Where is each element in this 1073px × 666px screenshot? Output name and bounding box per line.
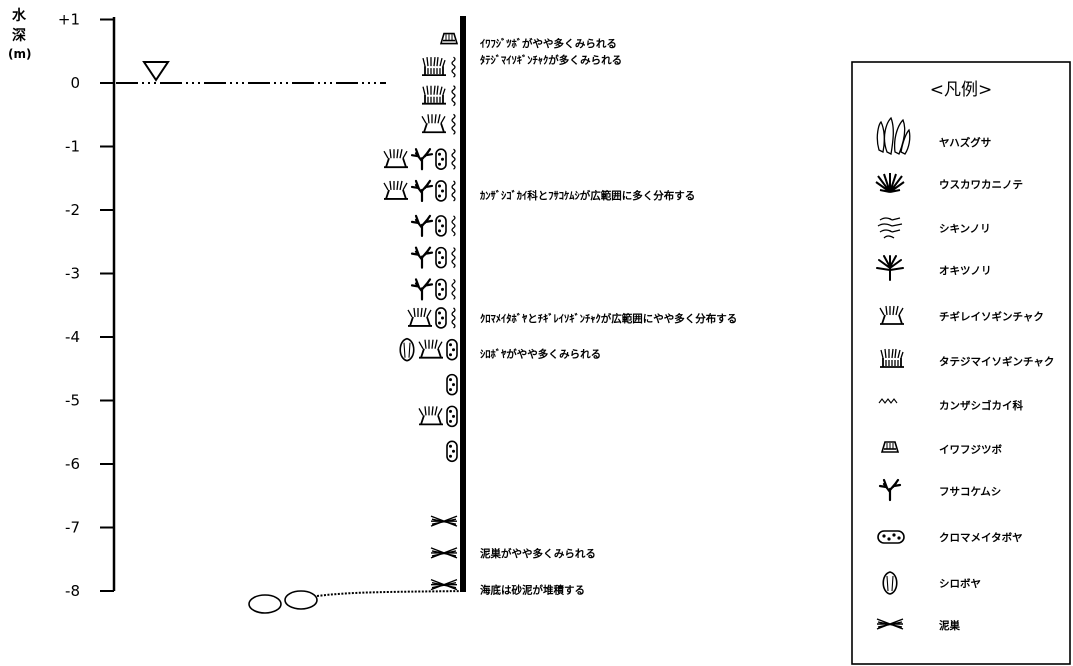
chigireisoginchaku-icon bbox=[418, 338, 444, 359]
depth-tick-label: -8 bbox=[65, 582, 80, 600]
chigireisoginchaku-icon bbox=[383, 180, 409, 200]
shiroboya-icon bbox=[399, 337, 415, 362]
chigireisoginchaku-icon bbox=[421, 113, 447, 134]
kanzashigokai-icon bbox=[451, 307, 456, 329]
kuromameitaboya-icon bbox=[446, 405, 458, 428]
depth-tick-label: 0 bbox=[70, 74, 80, 92]
legend-item-label: チギレイソギンチャク bbox=[939, 310, 1044, 323]
kanzashigokai-icon bbox=[451, 85, 456, 107]
dorosu-icon bbox=[430, 578, 458, 591]
dorosu-icon bbox=[430, 547, 458, 559]
legend-item-label: 泥巣 bbox=[939, 619, 960, 632]
legend-box bbox=[851, 61, 1071, 665]
kuromameitaboya-icon bbox=[435, 148, 447, 170]
okitsunori-icon bbox=[876, 255, 904, 281]
legend-labels: ヤハズグサウスカワカニノテシキンノリオキツノリチギレイソギンチャクタテジマイソギ… bbox=[939, 136, 1054, 632]
axis-title-unit: (m) bbox=[8, 47, 31, 61]
legend-title: <凡例> bbox=[930, 80, 993, 100]
axis-title: 水 深 (m) bbox=[8, 7, 31, 61]
seawall-profile bbox=[460, 16, 466, 592]
chigireisoginchaku-icon bbox=[418, 405, 444, 426]
chigireisoginchaku-icon bbox=[383, 148, 409, 169]
legend-item-label: ウスカワカニノテ bbox=[939, 179, 1023, 191]
annotation-text: 海底は砂泥が堆積する bbox=[480, 584, 585, 597]
legend-item-label: フサコケムシ bbox=[939, 486, 1001, 498]
chigireisoginchaku-icon bbox=[407, 307, 433, 327]
annotation-text: 泥巣がやや多くみられる bbox=[480, 547, 596, 560]
water-level bbox=[116, 61, 386, 84]
kuromameitaboya-icon bbox=[435, 215, 447, 237]
shikinnori-icon bbox=[877, 217, 903, 239]
kuromameitaboya-icon bbox=[435, 246, 447, 269]
fusakokemushi-icon bbox=[410, 148, 434, 171]
depth-axis-ticks: +1 0 -1 -2 -3 -4 -5 -6 -7 -8 bbox=[58, 11, 114, 600]
profile-symbols bbox=[383, 32, 458, 591]
iwafujitsubo-icon bbox=[440, 32, 458, 45]
kanzashigokai-icon bbox=[451, 148, 456, 170]
kanzashigokai-icon bbox=[451, 113, 456, 135]
legend-item-label: ヤハズグサ bbox=[939, 136, 991, 149]
fusakokemushi-icon bbox=[410, 278, 434, 301]
kanzashigokai-icon bbox=[451, 215, 456, 237]
kuromameitaboya-icon bbox=[446, 373, 458, 396]
seabed-stone-icon bbox=[248, 594, 282, 614]
annotations: ｲﾜﾌｼﾞﾂﾎﾞがやや多くみられる ﾀﾃｼﾞﾏｲｿｷﾞﾝﾁｬｸが多くみられる ｶﾝｻ… bbox=[480, 37, 737, 597]
yahazugusa-icon bbox=[876, 116, 911, 155]
annotation-text: ｲﾜﾌｼﾞﾂﾎﾞがやや多くみられる bbox=[480, 37, 617, 50]
legend-item-label: オキツノリ bbox=[939, 265, 992, 277]
legend-item-label: イワフジツボ bbox=[939, 443, 1002, 456]
kanzashigokai-icon bbox=[451, 278, 456, 301]
kuromameitaboya-icon bbox=[446, 338, 458, 361]
legend-item-label: タテジマイソギンチャク bbox=[939, 355, 1054, 368]
tatejimaisoginchaku-icon bbox=[421, 56, 447, 77]
water-level-marker-icon bbox=[142, 61, 170, 82]
depth-tick-label: +1 bbox=[58, 11, 80, 29]
kanzashigokai-icon bbox=[451, 180, 456, 202]
dorosu-icon bbox=[430, 515, 458, 527]
kuromameitaboya-icon bbox=[435, 278, 447, 301]
depth-tick-label: -2 bbox=[65, 201, 80, 219]
annotation-text: ﾀﾃｼﾞﾏｲｿｷﾞﾝﾁｬｸが多くみられる bbox=[480, 54, 622, 67]
tatejimaisoginchaku-icon bbox=[421, 84, 447, 105]
fusakokemushi-icon bbox=[410, 179, 434, 203]
usukawakaninote-icon bbox=[875, 173, 905, 193]
kanzashigokai-icon bbox=[451, 246, 456, 269]
depth-tick-label: -6 bbox=[65, 455, 80, 473]
depth-tick-label: -1 bbox=[65, 138, 80, 156]
annotation-text: ｸﾛﾏﾒｲﾀﾎﾞﾔとﾁｷﾞﾚｲｿｷﾞﾝﾁｬｸが広範囲にやや多く分布する bbox=[480, 312, 737, 325]
iwafujitsubo-icon bbox=[881, 441, 899, 453]
fusakokemushi-icon bbox=[410, 214, 434, 237]
depth-tick-label: -3 bbox=[65, 265, 80, 283]
depth-tick-label: -7 bbox=[65, 519, 80, 537]
legend-item-label: カンザシゴカイ科 bbox=[939, 399, 1023, 412]
seabed-stone-icon bbox=[284, 590, 318, 610]
kuromameitaboya-icon bbox=[446, 440, 458, 463]
legend-item-label: クロマメイタボヤ bbox=[939, 531, 1023, 544]
kuromameitaboya-icon bbox=[435, 307, 447, 329]
legend-item-label: シキンノリ bbox=[939, 223, 991, 235]
depth-tick-label: -4 bbox=[65, 328, 80, 346]
legend: <凡例> bbox=[851, 61, 1071, 665]
kuromameitaboya-icon bbox=[877, 530, 905, 544]
axis-title-char-2: 深 bbox=[12, 27, 26, 44]
fusakokemushi-icon bbox=[410, 246, 434, 269]
seabed bbox=[248, 590, 466, 614]
depth-tick-label: -5 bbox=[65, 392, 80, 410]
kanzashigokai-icon bbox=[451, 56, 456, 78]
annotation-text: ｼﾛﾎﾞﾔがやや多くみられる bbox=[480, 348, 601, 361]
shiroboya-icon bbox=[882, 571, 898, 595]
kuromameitaboya-icon bbox=[435, 180, 447, 202]
kanzashigokai-icon bbox=[878, 398, 898, 404]
legend-item-label: シロボヤ bbox=[939, 577, 981, 590]
annotation-text: ｶﾝｻﾞｼｺﾞｶｲ科とﾌｻｺｹﾑｼが広範囲に多く分布する bbox=[480, 189, 695, 202]
axis-title-char-1: 水 bbox=[12, 7, 27, 24]
